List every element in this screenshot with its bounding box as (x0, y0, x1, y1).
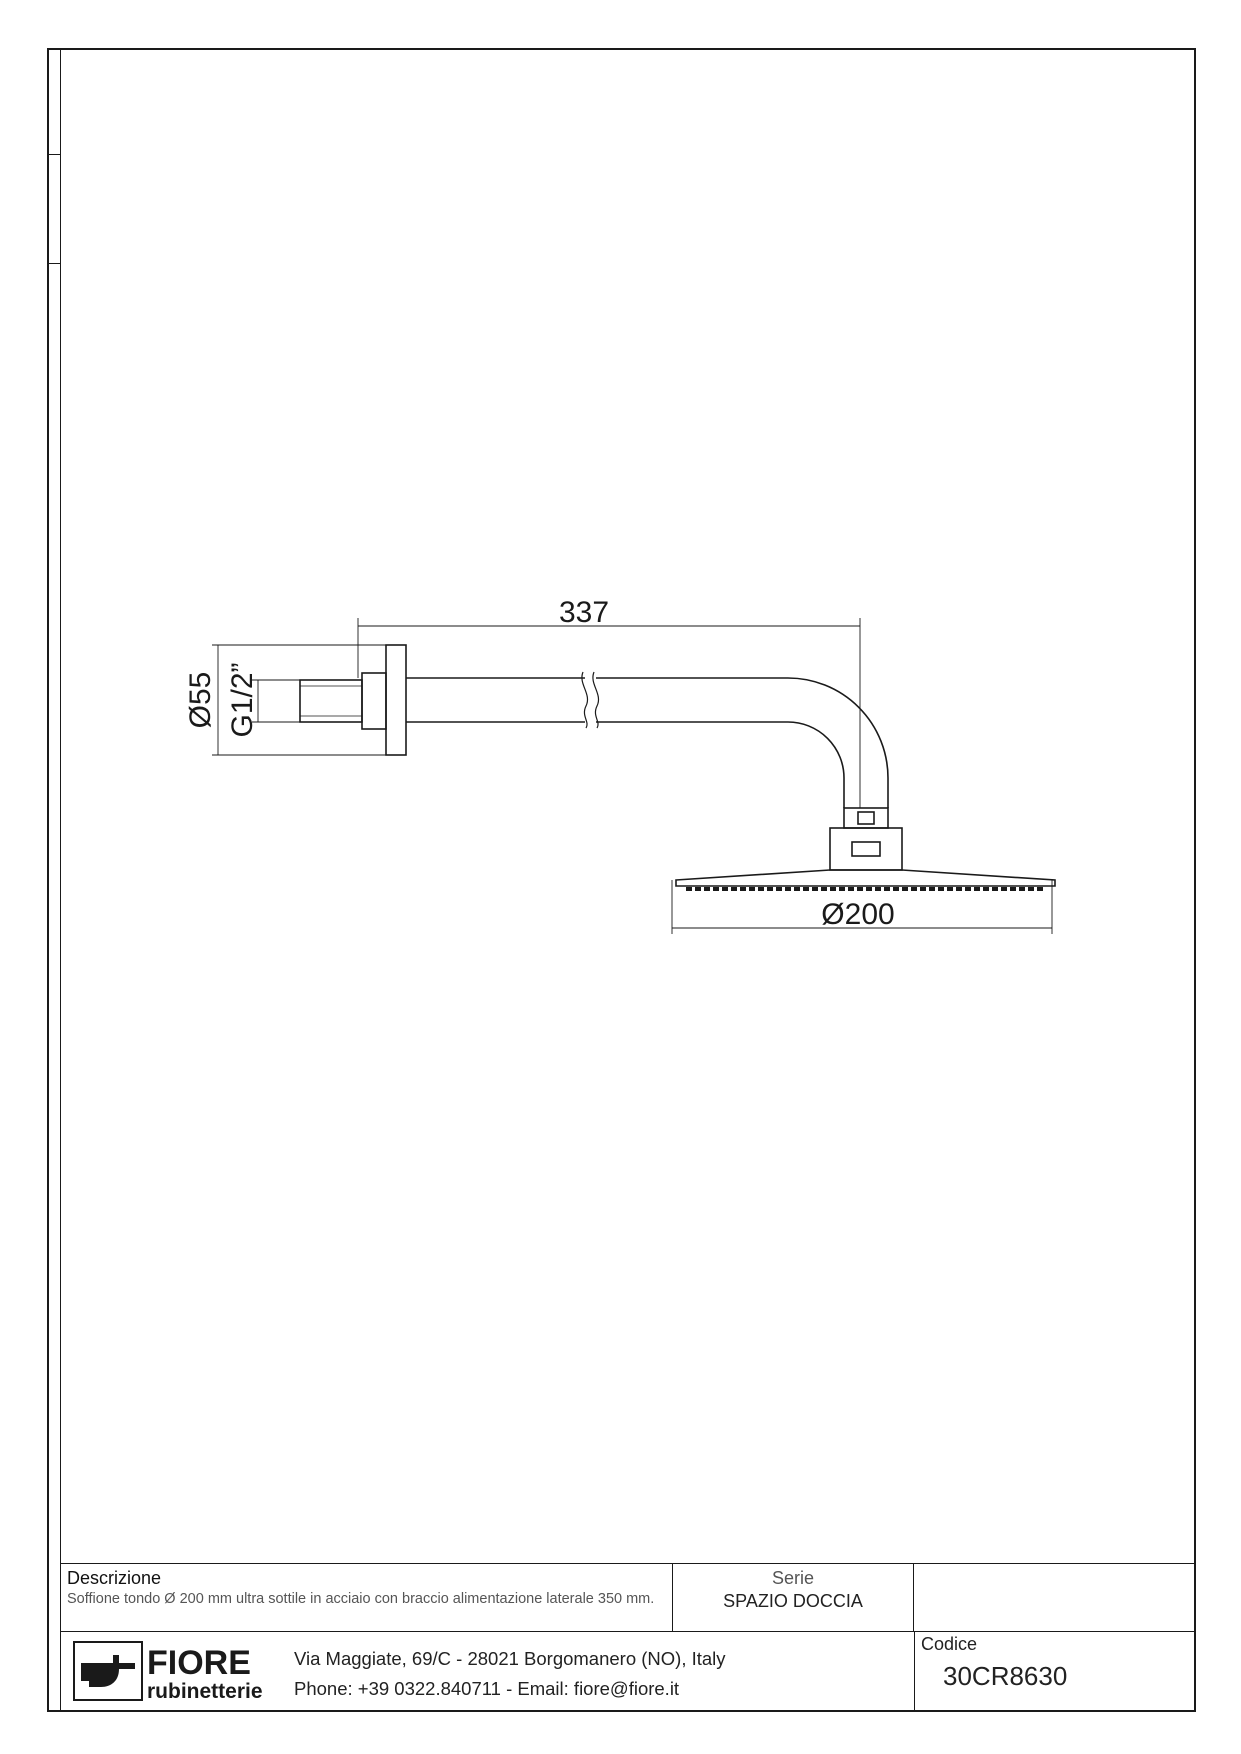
drawing-frame: Descrizione Soffione tondo Ø 200 mm ultr… (47, 48, 1196, 1712)
title-block-bottom-row: FIORE rubinetterie Via Maggiate, 69/C - … (61, 1631, 1194, 1713)
logo-box (73, 1641, 143, 1701)
break-mark (592, 671, 599, 729)
series-cell: Serie SPAZIO DOCCIA (673, 1564, 914, 1631)
hex-nut (361, 672, 387, 730)
address-line-1: Via Maggiate, 69/C - 28021 Borgomanero (… (294, 1648, 726, 1669)
logo-sub-text: rubinetterie (147, 1680, 263, 1703)
address-line-2: Phone: +39 0322.840711 - Email: fiore@fi… (294, 1678, 680, 1699)
break-mark (581, 671, 588, 729)
series-label: Serie (771, 1568, 815, 1588)
wall-flange (385, 644, 407, 756)
swivel-pin (857, 811, 875, 825)
faucet-icon (81, 1655, 135, 1687)
margin-tick (49, 263, 61, 264)
shower-arm-bottom (406, 721, 845, 808)
dim-label-thread: G1/2” (226, 662, 259, 737)
code-value: 30CR8630 (943, 1661, 1068, 1691)
shower-head-plate (675, 869, 1056, 887)
company-address: Via Maggiate, 69/C - 28021 Borgomanero (… (294, 1644, 726, 1704)
shower-arm-top (406, 677, 889, 808)
dim-label-length: 337 (559, 596, 609, 629)
title-block: Descrizione Soffione tondo Ø 200 mm ultr… (61, 1563, 1194, 1712)
code-label: Codice (921, 1634, 978, 1654)
logo-brand-text: FIORE (147, 1644, 251, 1682)
code-cell: Codice 30CR8630 (914, 1631, 1194, 1712)
dim-label-head: Ø200 (821, 898, 894, 931)
ball-joint-slot (851, 841, 881, 857)
left-margin-strip (49, 50, 61, 1710)
series-value: SPAZIO DOCCIA (723, 1591, 863, 1611)
description-label: Descrizione (67, 1568, 162, 1588)
ball-joint (829, 827, 903, 871)
margin-tick (49, 154, 61, 155)
fiore-logo: FIORE rubinetterie (73, 1641, 263, 1703)
swivel-joint (843, 807, 889, 829)
description-cell: Descrizione Soffione tondo Ø 200 mm ultr… (61, 1564, 673, 1631)
description-text: Soffione tondo Ø 200 mm ultra sottile in… (67, 1591, 655, 1607)
dim-label-flange: Ø55 (184, 672, 217, 729)
